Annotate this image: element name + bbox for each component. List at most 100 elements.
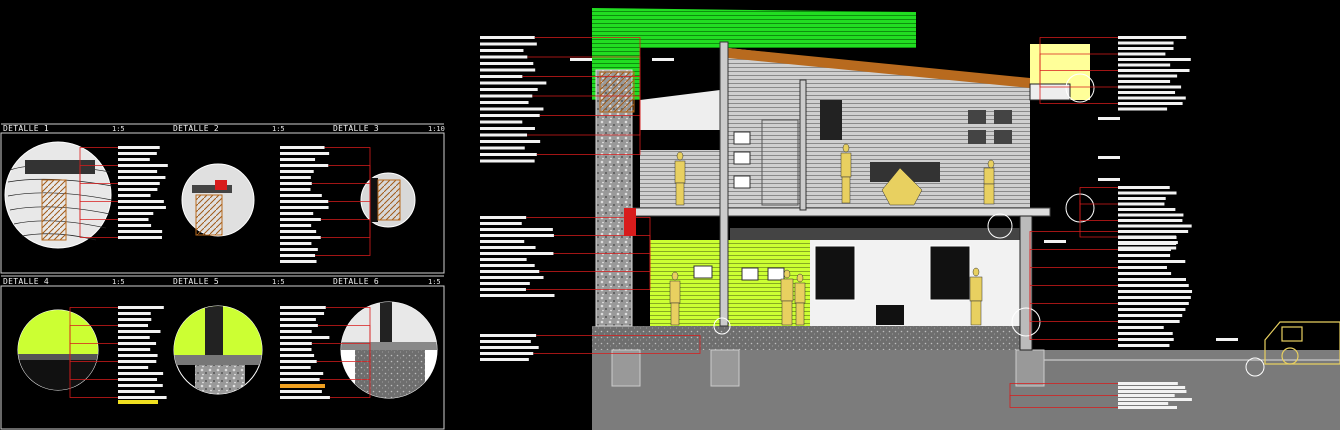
- detail-6-title: DETALLE 6: [333, 277, 380, 286]
- annotation-text-bar: [280, 390, 322, 393]
- annotation-text-bar: [480, 101, 529, 104]
- annotation-text-bar: [1118, 224, 1192, 228]
- annotation-text-bar: [280, 224, 312, 227]
- annotation-text-bar: [1118, 260, 1186, 263]
- annotation-text-bar: [480, 120, 523, 124]
- annotation-leader: [328, 165, 371, 190]
- annotation-text-bar: [480, 246, 536, 249]
- annotation-text-bar: [1118, 332, 1173, 335]
- annotation-leader: [532, 95, 641, 120]
- annotation-text-bar: [1118, 186, 1170, 189]
- detail-1-title: DETALLE 1: [3, 124, 50, 133]
- annotation-text-bar: [1118, 254, 1171, 257]
- annotation-text-bar: [1118, 402, 1169, 405]
- detail-6-scale: 1:5: [428, 278, 441, 286]
- annotation-leader: [1009, 383, 1118, 400]
- annotation-text-bar: [118, 224, 152, 227]
- annotation-text-bar: [1118, 272, 1172, 275]
- detail-5-title: DETALLE 5: [173, 277, 220, 286]
- annotation-text-bar: [480, 153, 537, 156]
- annotation-text-bar: [1118, 326, 1164, 329]
- annotation-text-bar: [1118, 230, 1189, 233]
- annotation-text-bar: [480, 294, 555, 297]
- annotation-text-bar: [280, 158, 316, 161]
- annotation-leader: [79, 180, 118, 238]
- annotation-text-bar: [118, 324, 149, 327]
- annotation-text-bar: [1044, 240, 1066, 243]
- annotation-leader: [1029, 260, 1118, 304]
- annotation-text-bar: [280, 212, 314, 215]
- annotation-text-bar: [480, 352, 534, 355]
- annotation-text-bar: [480, 346, 539, 349]
- annotation-leader: [1029, 231, 1118, 260]
- annotation-text-bar: [118, 176, 166, 179]
- annotation-leader: [311, 183, 371, 190]
- annotation-text-bar: [1118, 191, 1177, 195]
- annotation-text-bar: [118, 158, 150, 161]
- annotation-text-bar: [280, 230, 317, 233]
- annotation-text-bar: [280, 146, 325, 149]
- detail-4-drawing: [17, 309, 99, 391]
- annotation-leader: [525, 270, 651, 290]
- annotation-text-bar: [280, 366, 311, 369]
- annotation-leader: [1039, 60, 1118, 104]
- people-figures: [669, 143, 995, 326]
- annotation-leader: [1079, 200, 1118, 221]
- annotation-text-bar: [1118, 242, 1177, 245]
- annotation-text-bar: [118, 366, 149, 369]
- annotation-text-bar: [480, 228, 553, 231]
- annotation-text-bar: [280, 354, 315, 357]
- annotation-text-bar: [1118, 394, 1175, 397]
- annotation-text-bar: [1098, 117, 1120, 120]
- annotation-text-bar: [480, 216, 527, 219]
- annotation-leader: [1079, 200, 1118, 238]
- annotation-text-bar: [1118, 296, 1191, 299]
- annotation-text-bar: [118, 360, 157, 363]
- annotation-text-bar: [280, 396, 330, 399]
- detail-3-title: DETALLE 3: [333, 124, 380, 133]
- annotation-text-bar: [118, 390, 155, 393]
- annotation-text-bar: [118, 372, 164, 375]
- annotation-text-bar: [480, 282, 530, 285]
- annotation-text-bar: [570, 58, 592, 61]
- annotation-text-bar: [118, 188, 158, 191]
- annotation-text-bar: [118, 354, 158, 357]
- annotation-text-bar: [1118, 219, 1183, 222]
- annotation-text-bar: [118, 236, 162, 239]
- annotation-lines: [69, 36, 1238, 409]
- annotation-text-bar: [480, 264, 535, 267]
- annotation-text-bar: [1118, 102, 1183, 105]
- annotation-text-bar: [118, 164, 168, 167]
- annotation-leader: [1039, 53, 1118, 60]
- annotation-leader: [1039, 37, 1118, 60]
- annotation-text-bar: [480, 159, 535, 163]
- annotation-leader: [329, 340, 371, 398]
- annotation-text-bar: [480, 88, 538, 91]
- annotation-text-bar: [1118, 398, 1192, 401]
- annotation-text-bar: [1118, 208, 1176, 211]
- annotation-text-bar: [118, 152, 157, 155]
- annotation-leader: [553, 253, 651, 270]
- annotation-text-bar: [280, 176, 311, 179]
- annotation-text-bar: [280, 384, 325, 388]
- annotation-leader: [536, 120, 641, 155]
- annotation-leader: [69, 340, 118, 398]
- annotation-text-bar: [280, 170, 314, 173]
- annotation-text-bar: [1118, 320, 1180, 323]
- annotation-text-bar: [1118, 69, 1190, 72]
- annotation-text-bar: [1118, 52, 1166, 56]
- detail-5-drawing: [173, 305, 263, 395]
- annotation-leader: [533, 340, 701, 354]
- annotation-text-bar: [480, 140, 541, 143]
- annotation-text-bar: [480, 334, 537, 337]
- annotation-text-bar: [480, 81, 547, 85]
- annotation-text-bar: [1118, 338, 1174, 341]
- annotation-text-bar: [1118, 47, 1174, 50]
- columns: [719, 41, 807, 327]
- annotation-leader: [536, 335, 701, 340]
- annotation-text-bar: [118, 318, 152, 321]
- annotation-leader: [539, 115, 641, 120]
- detail-2-title: DETALLE 2: [173, 124, 220, 133]
- detail-2-drawing: [181, 163, 255, 237]
